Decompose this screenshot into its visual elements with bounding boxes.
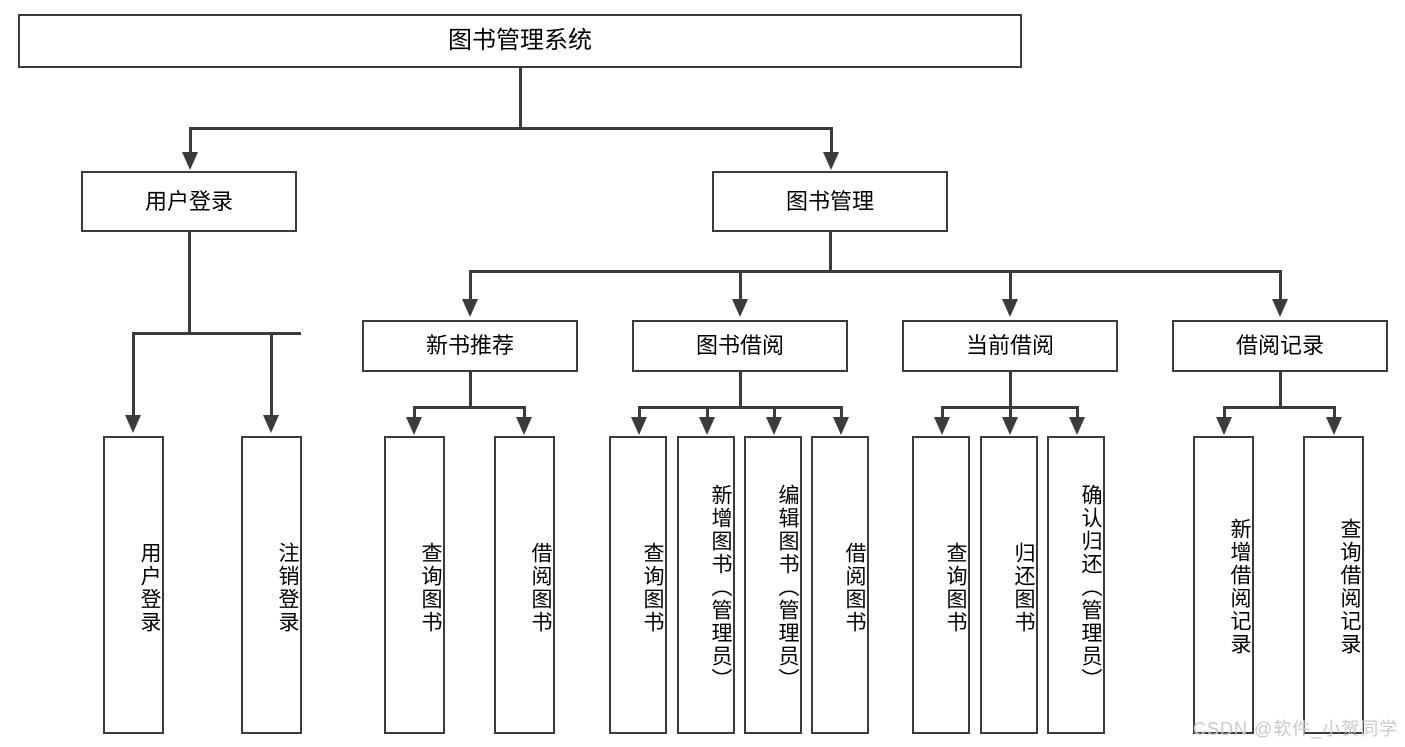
arrow-borrow-record-child-2 <box>1326 417 1342 435</box>
edge-borrow-record-bus <box>1223 406 1335 409</box>
node-book-management[interactable]: 图书管理 <box>712 171 948 232</box>
edge-book-borrow-bus <box>638 406 842 409</box>
edge-new-book-stem <box>469 372 472 408</box>
arrow-book-borrow-child-4 <box>833 417 849 435</box>
arrow-new-book-child-2 <box>516 417 532 435</box>
arrow-current-borrow-child-2 <box>1002 417 1018 435</box>
node-label: 图书借阅 <box>695 333 784 359</box>
edge-root-stem <box>519 68 522 128</box>
arrow-user-login-child-1 <box>125 415 141 433</box>
arrow-current-borrow-child-1 <box>934 417 950 435</box>
node-book-borrow[interactable]: 图书借阅 <box>632 320 848 372</box>
node-label: 查询图书 <box>944 542 967 634</box>
node-label: 查询借阅记录 <box>1338 518 1361 656</box>
edge-to-borrow-record <box>1279 270 1282 302</box>
node-label: 借阅记录 <box>1235 333 1324 359</box>
node-new-book-recommend[interactable]: 新书推荐 <box>362 320 578 372</box>
edge-new-book-bus <box>413 406 525 409</box>
edge-to-book-borrow <box>739 270 742 302</box>
edge-book-borrow-child-1 <box>638 406 641 420</box>
node-current-borrow[interactable]: 当前借阅 <box>902 320 1118 372</box>
arrow-to-borrow-record <box>1272 299 1288 317</box>
node-label: 图书管理系统 <box>448 27 592 54</box>
leaf-logout-login[interactable]: 注销登录 <box>241 436 302 734</box>
edge-to-current-borrow <box>1009 270 1012 302</box>
arrow-book-borrow-child-3 <box>766 417 782 435</box>
edge-current-borrow-stem <box>1009 372 1012 408</box>
leaf-user-login[interactable]: 用户登录 <box>103 436 164 734</box>
arrow-to-user-login <box>182 152 198 170</box>
edge-user-login-stem <box>188 232 191 333</box>
edge-borrow-record-stem <box>1279 372 1282 408</box>
node-label: 新书推荐 <box>425 333 514 359</box>
edge-root-to-book-manage <box>830 127 833 155</box>
edge-tier3-bus <box>469 270 1281 273</box>
arrow-user-login-child-2 <box>263 415 279 433</box>
arrow-new-book-child-1 <box>406 417 422 435</box>
leaf-query-book-current[interactable]: 查询图书 <box>912 436 970 734</box>
leaf-confirm-return-admin[interactable]: 确认归还（管理员） <box>1047 436 1105 734</box>
node-label: 图书管理 <box>785 188 874 214</box>
node-label: 借阅图书 <box>529 542 552 634</box>
edge-root-bus <box>189 127 832 130</box>
edge-book-borrow-child-2 <box>706 406 709 420</box>
edge-user-login-bus <box>132 332 301 335</box>
edge-book-borrow-stem <box>739 372 742 408</box>
arrow-to-book-manage <box>823 152 839 170</box>
arrow-to-book-borrow <box>732 299 748 317</box>
leaf-borrow-book-recommend[interactable]: 借阅图书 <box>494 436 555 734</box>
leaf-add-borrow-record[interactable]: 新增借阅记录 <box>1193 436 1254 734</box>
arrow-to-current-borrow <box>1002 299 1018 317</box>
node-label: 用户登录 <box>144 188 233 214</box>
edge-current-borrow-child-2 <box>1009 406 1012 420</box>
edge-borrow-record-child-2 <box>1333 406 1336 420</box>
node-label: 归还图书 <box>1012 542 1035 634</box>
node-label: 当前借阅 <box>965 333 1054 359</box>
edge-book-borrow-child-3 <box>773 406 776 420</box>
edge-current-borrow-child-1 <box>941 406 944 420</box>
arrow-current-borrow-child-3 <box>1069 417 1085 435</box>
node-label: 查询图书 <box>641 542 664 634</box>
edge-new-book-child-1 <box>413 406 416 420</box>
node-label: 编辑图书（管理员） <box>776 483 799 691</box>
arrow-to-new-book <box>462 299 478 317</box>
arrow-book-borrow-child-1 <box>631 417 647 435</box>
leaf-return-book[interactable]: 归还图书 <box>980 436 1038 734</box>
node-root-system[interactable]: 图书管理系统 <box>18 14 1022 68</box>
leaf-query-book-borrow[interactable]: 查询图书 <box>609 436 667 734</box>
edge-root-to-user-login <box>189 127 192 155</box>
node-label: 用户登录 <box>138 542 161 634</box>
edge-user-login-child-2 <box>270 332 273 418</box>
edge-to-new-book <box>469 270 472 302</box>
node-label: 新增图书（管理员） <box>709 483 732 691</box>
leaf-add-book-admin[interactable]: 新增图书（管理员） <box>677 436 735 734</box>
edge-new-book-child-2 <box>523 406 526 420</box>
node-label: 新增借阅记录 <box>1228 518 1251 656</box>
node-label: 查询图书 <box>419 542 442 634</box>
node-borrow-record[interactable]: 借阅记录 <box>1172 320 1388 372</box>
edge-user-login-child-1 <box>132 332 135 418</box>
leaf-query-book-recommend[interactable]: 查询图书 <box>384 436 445 734</box>
edge-book-borrow-child-4 <box>840 406 843 420</box>
leaf-query-borrow-record[interactable]: 查询借阅记录 <box>1303 436 1364 734</box>
edge-current-borrow-child-3 <box>1076 406 1079 420</box>
node-label: 注销登录 <box>276 542 299 634</box>
node-label: 借阅图书 <box>843 542 866 634</box>
arrow-book-borrow-child-2 <box>699 417 715 435</box>
leaf-borrow-book[interactable]: 借阅图书 <box>811 436 869 734</box>
node-user-login[interactable]: 用户登录 <box>81 171 297 232</box>
edge-book-manage-stem <box>829 232 832 271</box>
edge-borrow-record-child-1 <box>1223 406 1226 420</box>
node-label: 确认归还（管理员） <box>1079 483 1102 691</box>
arrow-borrow-record-child-1 <box>1216 417 1232 435</box>
leaf-edit-book-admin[interactable]: 编辑图书（管理员） <box>744 436 802 734</box>
